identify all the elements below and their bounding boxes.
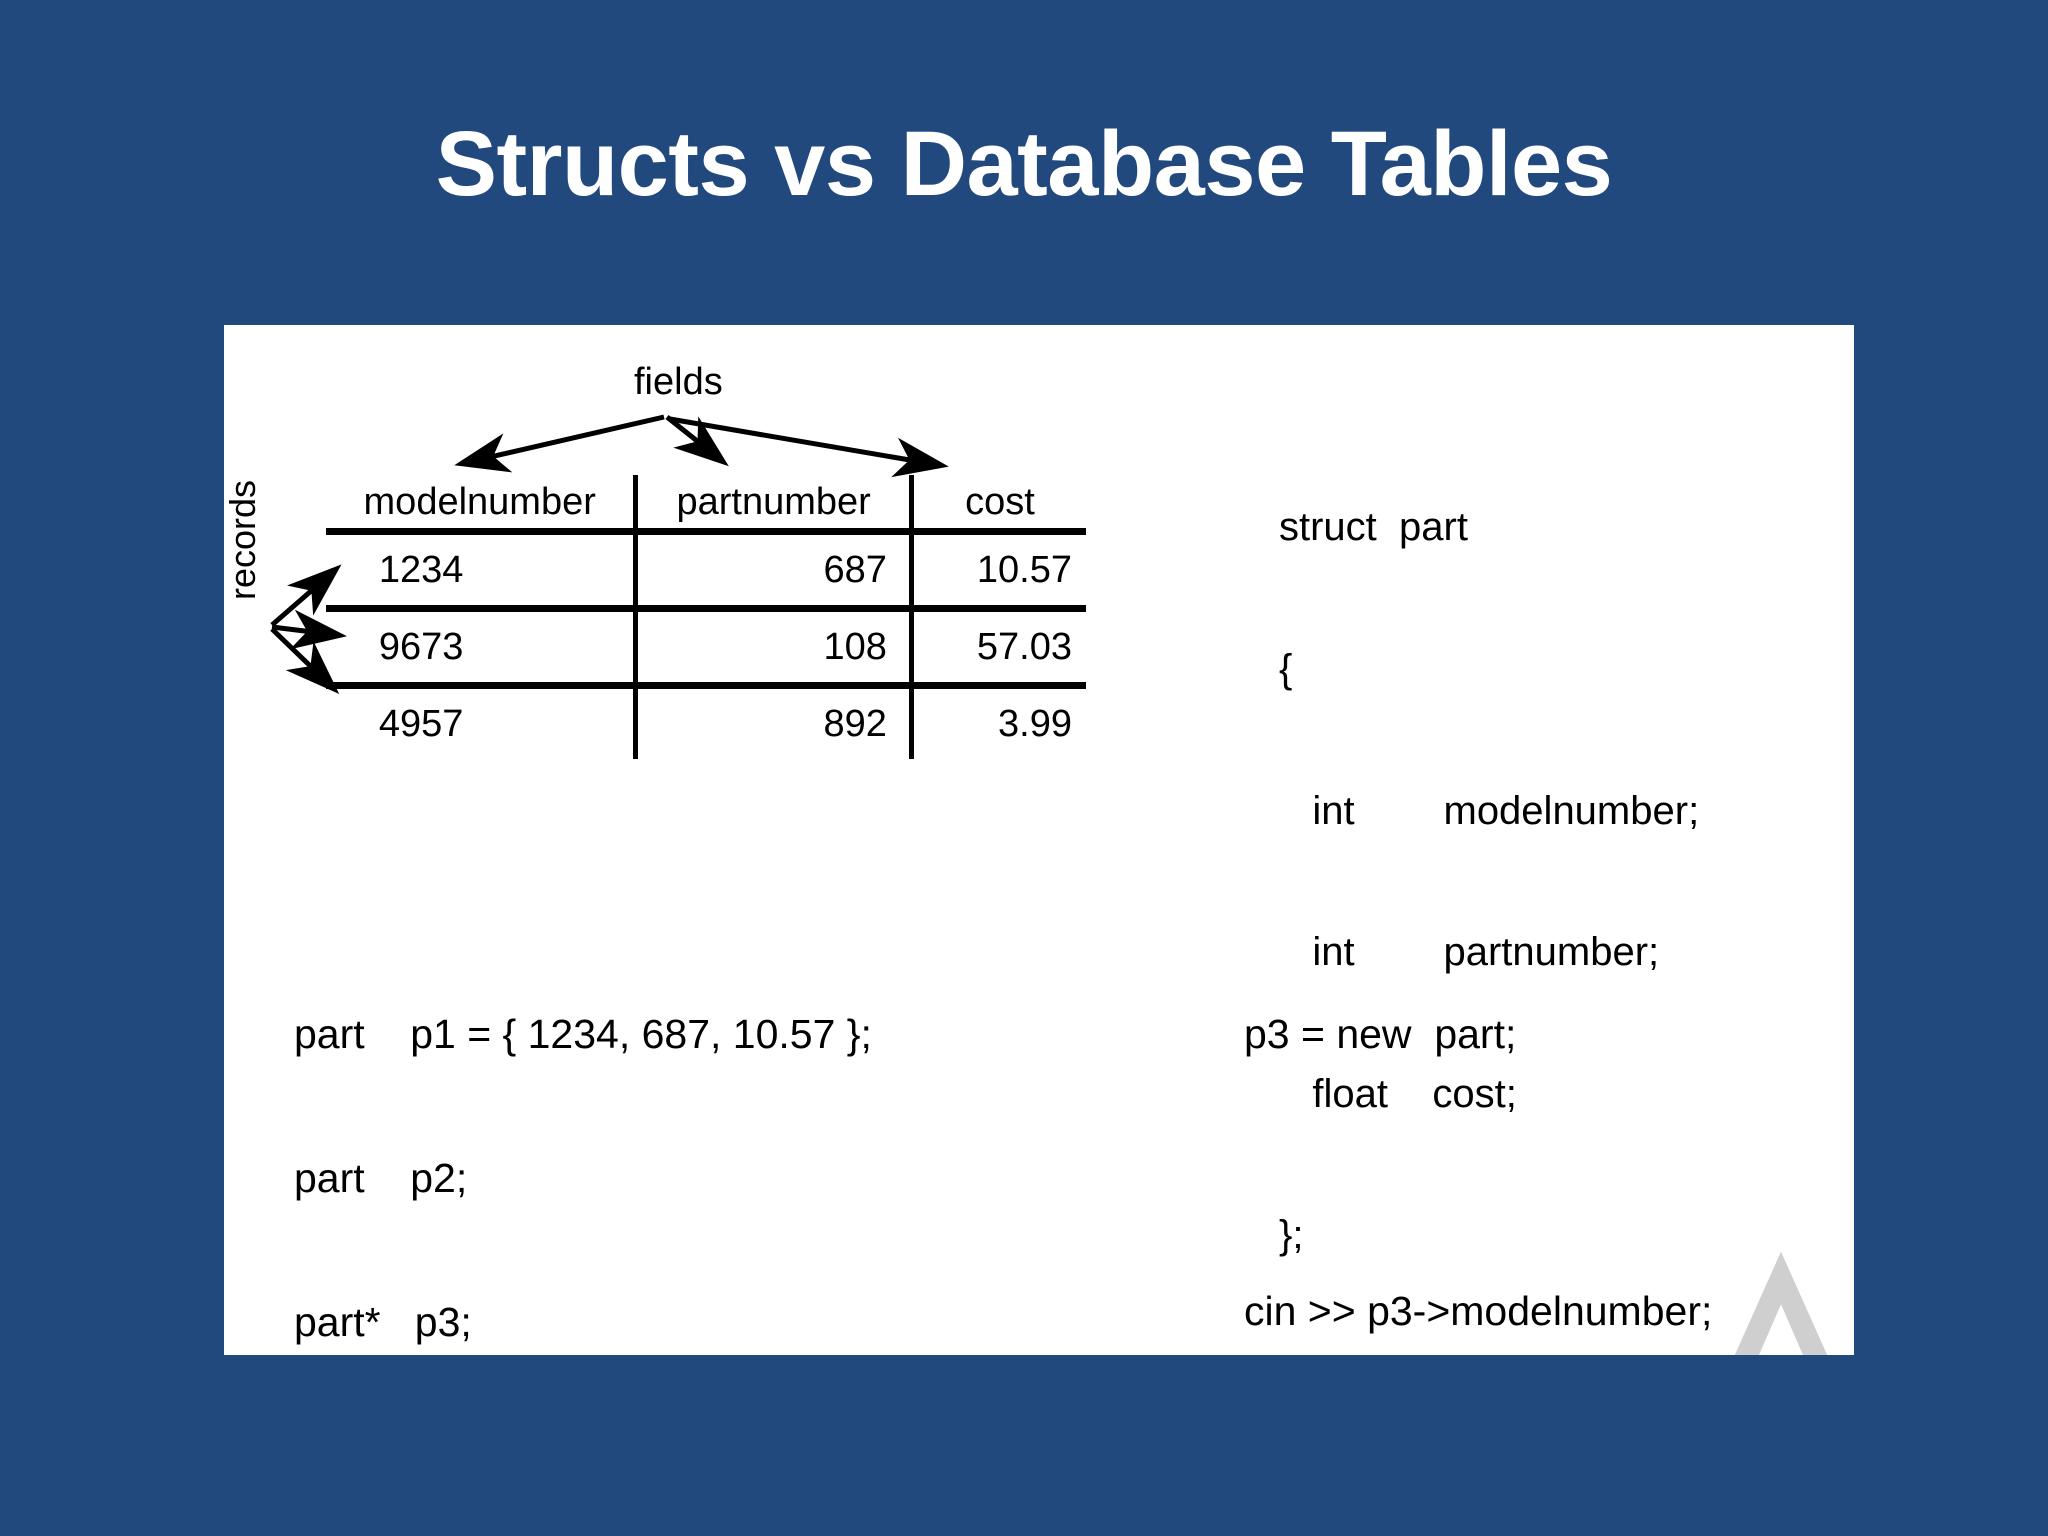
code-blank-line	[1244, 1155, 1712, 1192]
fields-annotation-label: fields	[634, 361, 723, 403]
records-annotation-label: records	[224, 479, 263, 600]
struct-declaration-code: struct part { int modelnumber; int partn…	[1279, 410, 1699, 1354]
cell-cost: 3.99	[998, 702, 1072, 745]
table-row: 4957 892 3.99	[326, 685, 1086, 759]
cell-modelnumber: 9673	[326, 608, 639, 689]
code-line: float cost;	[1279, 1071, 1517, 1116]
cell-modelnumber: 1234	[326, 531, 639, 612]
table-header-row: modelnumber partnumber cost	[326, 475, 1086, 535]
cell-partnumber: 108	[635, 608, 914, 689]
column-header-modelnumber: modelnumber	[326, 475, 639, 535]
code-line: cin >> p3->modelnumber;	[1244, 1287, 1713, 1334]
table-row: 9673 108 57.03	[326, 608, 1086, 689]
cell-cost: 10.57	[911, 531, 1086, 612]
cell-modelnumber: 4957	[326, 685, 639, 759]
chevron-watermark-icon	[1734, 1251, 1828, 1355]
pointer-variable-code-block: p3 = new part; cin >> p3->modelnumber; c…	[1244, 915, 1712, 1355]
page-title: Structs vs Database Tables	[435, 113, 1613, 215]
code-line: struct part	[1279, 505, 1468, 550]
value-variable-code-block: part p1 = { 1234, 687, 10.57 }; part p2;…	[294, 915, 872, 1355]
table-row: 1234 687 10.57	[326, 531, 1086, 612]
code-line: part p2;	[294, 1154, 468, 1201]
column-header-cost: cost	[911, 475, 1086, 535]
code-line: int partnumber;	[1279, 930, 1660, 975]
cell-partnumber: 892	[635, 685, 914, 759]
code-line: part* p3;	[294, 1298, 472, 1345]
code-line: part p1 = { 1234, 687, 10.57 };	[294, 1010, 872, 1057]
column-header-partnumber: partnumber	[635, 475, 914, 535]
cell-partnumber: 687	[635, 531, 914, 612]
code-line: };	[1279, 1213, 1304, 1258]
table-diagram: fields records	[224, 335, 1214, 835]
code-line: p3 = new part;	[1244, 1010, 1517, 1057]
content-panel: fields records	[224, 325, 1854, 1355]
database-table: modelnumber partnumber cost 1234 687 10.…	[326, 475, 1086, 759]
code-line: int modelnumber;	[1279, 788, 1700, 833]
cell-cost: 57.03	[911, 608, 1086, 689]
code-line: {	[1279, 646, 1293, 691]
